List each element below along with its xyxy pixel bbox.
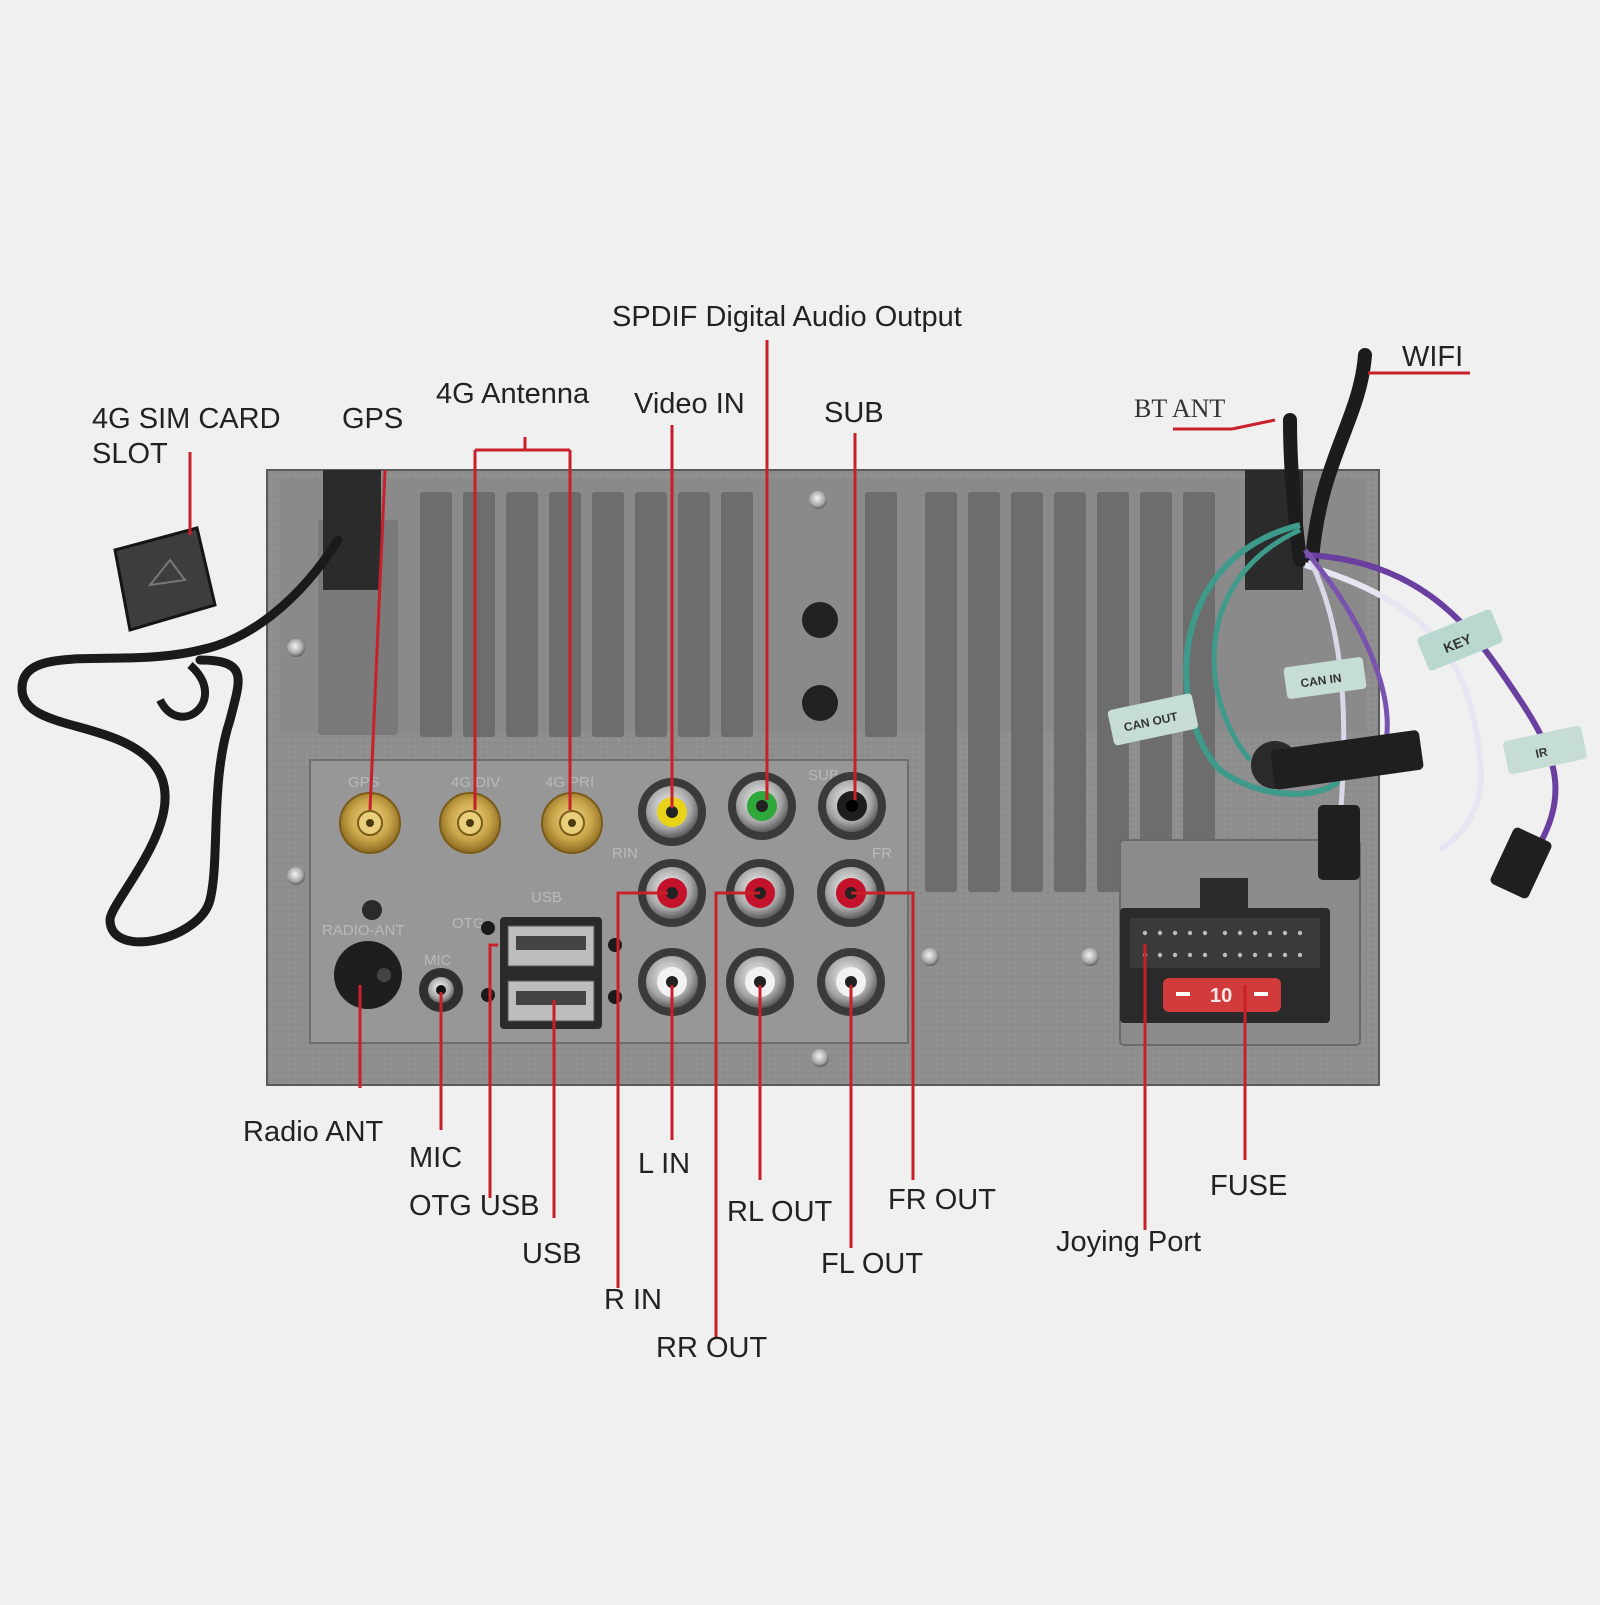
sim-card-dongle [17,526,343,947]
rca-jacks [638,772,886,1016]
radio-ant-socket [334,941,402,1009]
l-in-jack [638,948,706,1016]
gps-sma-connector [339,792,401,854]
harness-plug-2 [1318,805,1360,880]
label-sim-slot-line2: SLOT [92,438,168,470]
label-joying-port: Joying Port [1056,1226,1202,1258]
marking-rin: RIN [612,845,638,862]
label-spdif: SPDIF Digital Audio Output [612,301,962,333]
marking-radio-ant: RADIO-ANT [322,922,405,939]
harness-plug-3 [1490,827,1552,899]
callout-lines [188,340,1470,1338]
callout-rr-out [714,891,760,1338]
callout-r-in [616,891,668,1288]
label-4g-antenna: 4G Antenna [436,378,590,410]
sma-connectors [339,792,603,854]
wire-tags: KEY CAN IN CAN OUT IR [1107,609,1587,775]
label-fuse: FUSE [1210,1170,1288,1202]
fl-out-jack [817,948,885,1016]
marking-mic: MIC [424,952,452,969]
video-in-jack [638,778,706,846]
label-rl-out: RL OUT [727,1196,833,1228]
harness-wires [1183,522,1559,899]
label-fr-out: FR OUT [888,1184,996,1216]
mic-jack [419,968,463,1012]
harness-plug [1270,730,1424,790]
tag-can-in: CAN IN [1300,671,1343,691]
label-sub: SUB [824,397,884,429]
label-fl-out: FL OUT [821,1248,924,1280]
label-radio-ant: Radio ANT [243,1116,384,1148]
r-in-jack [638,859,706,927]
label-r-in: R IN [604,1284,662,1316]
label-rr-out: RR OUT [656,1332,768,1364]
label-video-in: Video IN [634,388,745,420]
mount-block-left [323,470,381,590]
marking-otg: OTG [452,915,485,932]
label-bt-ant: BT ANT [1134,394,1226,423]
label-l-in: L IN [638,1148,691,1180]
marking-fr: FR [872,845,892,862]
label-sim-slot-line1: 4G SIM CARD [92,403,281,435]
sub-jack [818,772,886,840]
rl-out-jack [726,948,794,1016]
label-otg-usb: OTG USB [409,1190,540,1222]
cooling-fins [318,492,1215,892]
callout-fr-out [851,891,915,1180]
usb-ports [481,917,622,1029]
label-gps: GPS [342,403,404,435]
marking-usb: USB [531,889,562,906]
fuse: 10 [1163,978,1281,1012]
label-usb: USB [522,1238,582,1270]
4g-pri-sma-connector [541,792,603,854]
label-mic: MIC [409,1142,463,1174]
small-hole [362,900,382,920]
spdif-jack [728,772,796,840]
marking-gps: GPS [348,774,380,791]
callout-otg-usb [488,943,498,1198]
tag-ir: IR [1534,745,1549,761]
fuse-rating: 10 [1210,985,1232,1007]
callout-bt-ant [1231,418,1276,431]
wifi-bt-leads [1283,348,1372,567]
4g-div-sma-connector [439,792,501,854]
callout-gps [368,469,387,811]
label-wifi: WIFI [1402,341,1464,373]
